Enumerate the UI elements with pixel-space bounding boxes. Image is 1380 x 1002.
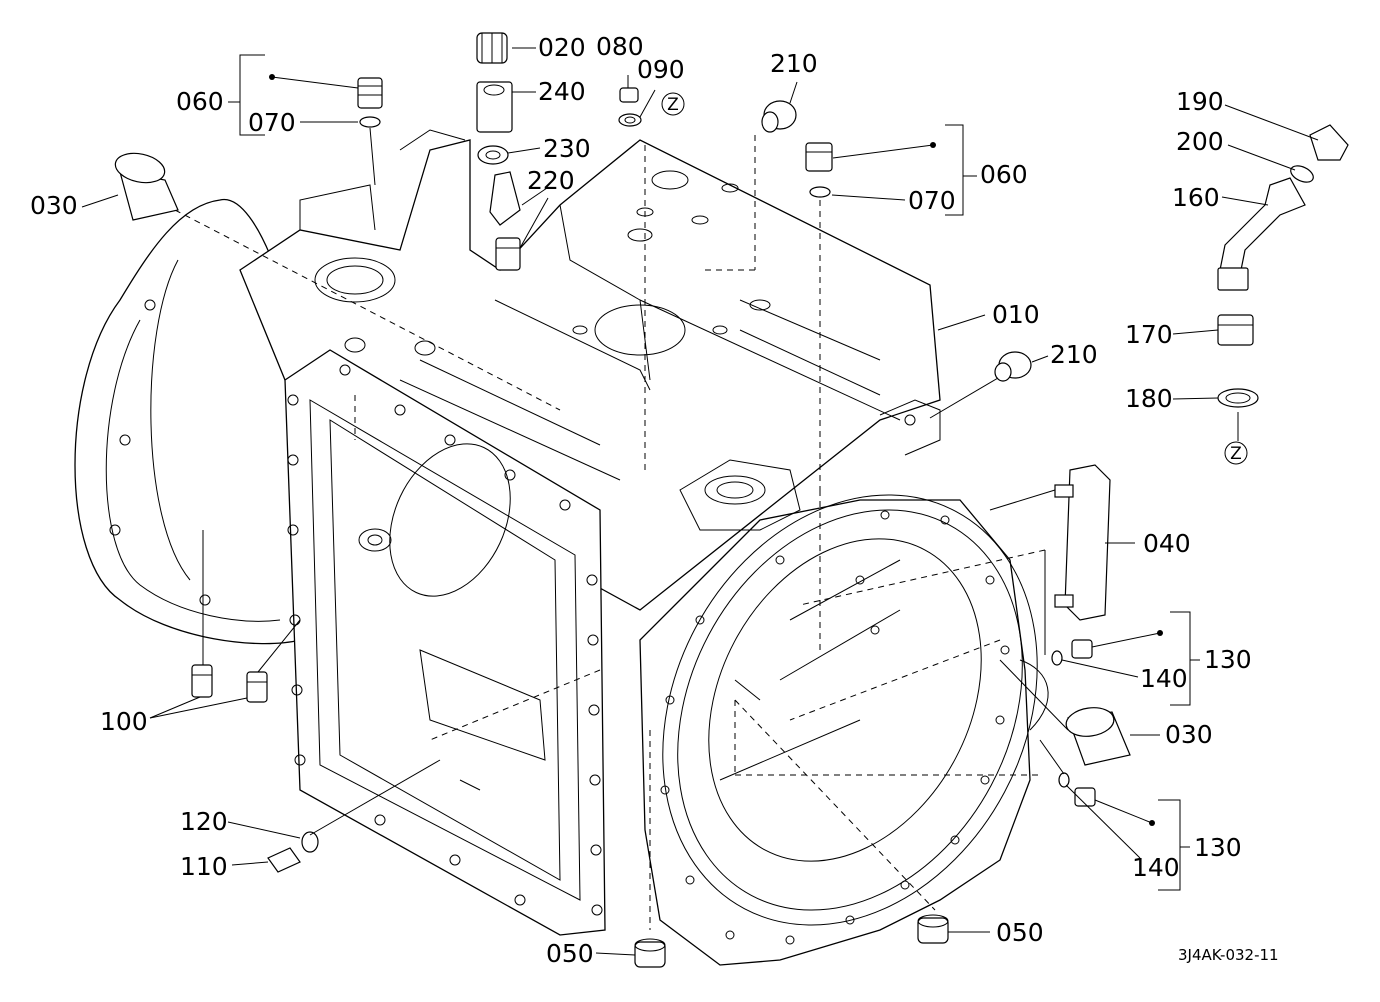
plugs-100	[191, 664, 268, 703]
callout-060-right: 060	[980, 160, 1028, 189]
callout-220: 220	[527, 166, 575, 195]
drawing-reference-number: 3J4AK-032-11	[1178, 946, 1279, 964]
fitting-stack-020-240	[476, 32, 521, 271]
callout-190: 190	[1176, 87, 1224, 116]
plug-130-lower	[1058, 772, 1096, 807]
plug-060-right	[805, 142, 833, 198]
callout-040: 040	[1143, 529, 1191, 558]
z-marker-top: Z	[661, 92, 685, 116]
callout-170: 170	[1125, 320, 1173, 349]
plug-110-washer-120	[267, 831, 319, 873]
callout-030-left: 030	[30, 191, 78, 220]
plug-050-right	[917, 914, 949, 944]
callout-140-upper: 140	[1140, 664, 1188, 693]
leader-lines	[81, 47, 1319, 956]
callout-110: 110	[180, 852, 228, 881]
callout-070-right: 070	[908, 186, 956, 215]
callout-200: 200	[1176, 127, 1224, 156]
callout-140-lower: 140	[1132, 853, 1180, 882]
callout-180: 180	[1125, 384, 1173, 413]
callout-120: 120	[180, 807, 228, 836]
cap-210-top	[761, 100, 797, 133]
cap-210-right	[994, 351, 1032, 382]
callout-080: 080	[596, 32, 644, 61]
plug-080-washer-090	[618, 87, 642, 127]
front-flange	[639, 499, 1031, 966]
callout-160: 160	[1172, 183, 1220, 212]
plug-050-bottom	[634, 938, 666, 968]
callout-130-upper: 130	[1204, 645, 1252, 674]
callout-030-right: 030	[1165, 720, 1213, 749]
callout-070-left: 070	[248, 108, 296, 137]
callout-060-left: 060	[176, 87, 224, 116]
callout-090: 090	[637, 55, 685, 84]
callout-130-lower: 130	[1194, 833, 1242, 862]
callout-100: 100	[100, 707, 148, 736]
transmission-case-010	[74, 129, 1049, 966]
plug-060-left	[357, 77, 383, 128]
plug-130-upper	[1051, 639, 1093, 666]
z-marker-right: Z	[1224, 412, 1248, 465]
callout-210-right: 210	[1050, 340, 1098, 369]
frame-bolt-holes	[287, 364, 603, 916]
callout-230: 230	[543, 134, 591, 163]
z-marker-top-label: Z	[667, 95, 679, 115]
breather-assembly	[1217, 124, 1349, 408]
callout-labels: 060 070 030 020 240 230 220 080 090 210 …	[30, 32, 1279, 968]
bushing-030-right	[1065, 707, 1131, 766]
callout-010: 010	[992, 300, 1040, 329]
callout-020: 020	[538, 33, 586, 62]
bracket-040	[1054, 464, 1111, 621]
assembly-lines	[174, 135, 1046, 930]
bushing-030-left	[114, 152, 179, 221]
callout-240: 240	[538, 77, 586, 106]
z-marker-right-label: Z	[1230, 444, 1242, 464]
callout-210-top: 210	[770, 49, 818, 78]
callout-050-bottom: 050	[546, 939, 594, 968]
callout-050-right: 050	[996, 918, 1044, 947]
flange-bolt-holes	[660, 510, 1010, 945]
